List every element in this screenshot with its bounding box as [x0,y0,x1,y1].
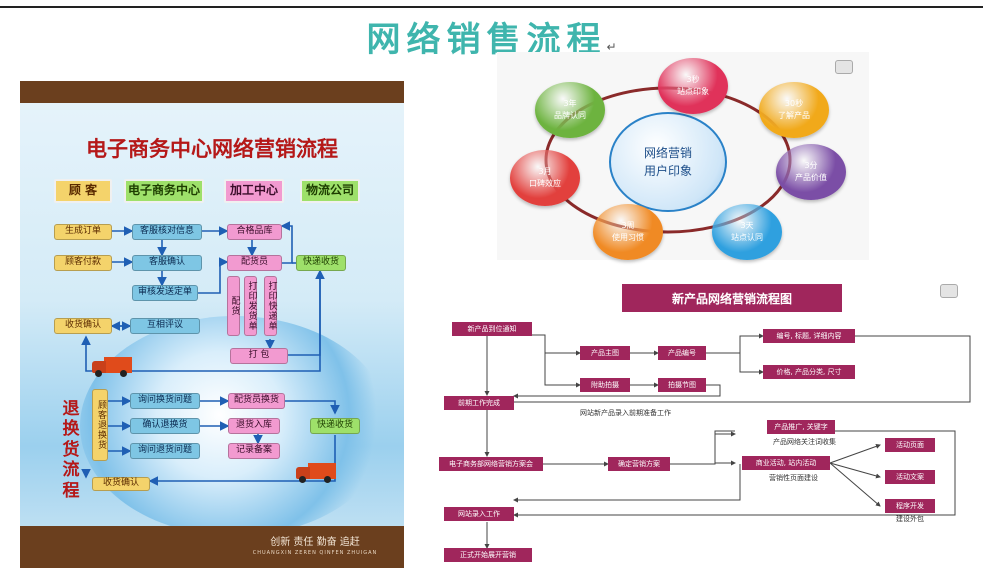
cycle-node-duration: 3年 [563,99,577,108]
box-confirm-exchange: 确认退换货 [130,418,200,434]
box-launch: 正式开始展开营销 [444,548,532,562]
poster-slogan-en: CHUANGXIN ZEREN QINFEN ZHUIGAN [252,550,378,556]
box-program-dev: 程序开发 [885,499,935,513]
label-outsourcing: 建设外包 [896,515,924,523]
ecommerce-flow-poster: 电子商务中心网络营销流程 [20,81,404,568]
box-create-order: 生成订单 [54,224,112,240]
header-processing: 加工中心 [224,179,284,203]
box-service-confirm: 客服确认 [132,255,202,271]
box-ask-exchange: 询问换货问题 [130,393,200,409]
label-keyword-collect: 产品网络关注词收集 [773,438,836,446]
box-allocate: 配货员 [227,255,282,271]
cycle-node-duration: 30秒 [784,99,804,108]
box-confirm-plan: 确定营销方案 [608,457,670,471]
image-icon[interactable] [835,60,853,74]
top-rule [0,6,983,8]
cycle-node: 3分产品价值 [776,144,846,200]
box-receive-confirm: 收货确认 [54,318,112,334]
poster-arrows [81,221,340,486]
poster-top-band [20,81,404,103]
box-business-activity: 商业活动, 站内活动 [742,456,830,470]
flow-arrows [484,333,971,549]
cycle-center: 网络营销用户印象 [609,112,727,212]
box-return-stock: 退货入库 [228,418,280,434]
cycle-node-label: 口碑效应 [529,179,561,188]
cycle-node: 3年品牌认同 [535,82,605,138]
truck-icon [92,357,132,377]
poster-slogan: 创新 责任 勤奋 追赶 [270,537,360,548]
box-site-entry: 网站录入工作 [444,507,514,521]
cycle-node: 30秒了解产品 [759,82,829,138]
box-promo: 产品推广, 关键字 [767,420,835,434]
box-record: 记录备案 [228,443,280,459]
box-pack: 打 包 [230,348,288,364]
box-print-invoice: 打印发货单 [244,276,257,336]
cycle-node-label: 站点印象 [677,87,709,96]
flowchart-title: 新产品网络营销流程图 [622,284,842,312]
box-product-main: 产品主图 [580,346,630,360]
box-code-detail: 编号, 标题, 详细内容 [763,329,855,343]
box-price-detail: 价格, 产品分类, 尺寸 [763,365,855,379]
box-ecommerce-plan: 电子商务部网络营销方案会 [439,457,543,471]
return-flow-label: 退换货流程 [62,399,80,501]
new-product-flowchart: 新产品网络营销流程图 新产品到位通知 产品主图 [430,270,983,568]
cycle-node-label: 站点认同 [731,233,763,242]
box-qualified-stock: 合格品库 [227,224,282,240]
box-notify: 新产品到位通知 [452,322,532,336]
box-prep-done: 前期工作完成 [444,396,514,410]
cycle-node-duration: 3秒 [686,75,700,84]
header-logistics: 物流公司 [300,179,360,203]
box-aux-shoot: 附助拍摄 [580,378,630,392]
label-marketing-page: 营销性页面建设 [769,474,818,482]
box-review-send: 审核发送定单 [132,285,198,301]
cycle-node: 3周使用习惯 [593,204,663,260]
page-title: 网络销售流程↵ [366,20,617,60]
poster-title: 电子商务中心网络营销流程 [86,136,338,161]
box-product-code: 产品编号 [658,346,706,360]
box-allocate-v: 配货 [227,276,240,336]
header-customer: 顾 客 [54,179,112,203]
box-receive-confirm-2: 收货确认 [92,477,150,491]
image-icon-2[interactable] [940,284,958,298]
cycle-node: 3月口碑效应 [510,150,580,206]
cycle-node: 3天站点认同 [712,204,782,260]
box-ask-return: 询问退货问题 [130,443,200,459]
cycle-node-duration: 3天 [740,221,754,230]
label-prep-work: 网站新产品录入前期准备工作 [580,409,671,417]
cycle-node-duration: 3月 [538,167,552,176]
box-customer-pay: 顾客付款 [54,255,112,271]
box-print-express: 打印快递单 [264,276,277,336]
box-shoot-detail: 拍摄节图 [658,378,706,392]
box-activity-page: 活动页面 [885,438,935,452]
cycle-node-duration: 3分 [804,161,818,170]
cycle-node-label: 品牌认同 [554,111,586,120]
cycle-node-label: 使用习惯 [612,233,644,242]
header-ecommerce: 电子商务中心 [124,179,204,203]
box-customer-return: 顾客退换货 [92,389,108,461]
cycle-node-label: 产品价值 [795,173,827,182]
box-express-receive: 快递收货 [296,255,346,271]
poster-bottom-band [20,526,404,568]
box-express-receive-2: 快递收货 [310,418,360,434]
cycle-node-label: 了解产品 [778,111,810,120]
box-allocate-exchange: 配货员换货 [228,393,285,409]
box-mutual-review: 互相评议 [130,318,200,334]
cycle-node: 3秒站点印象 [658,58,728,114]
box-verify-info: 客服核对信息 [132,224,202,240]
box-activity-copy: 活动文案 [885,470,935,484]
cycle-node-duration: 3周 [621,221,635,230]
truck-icon-2 [296,463,336,483]
